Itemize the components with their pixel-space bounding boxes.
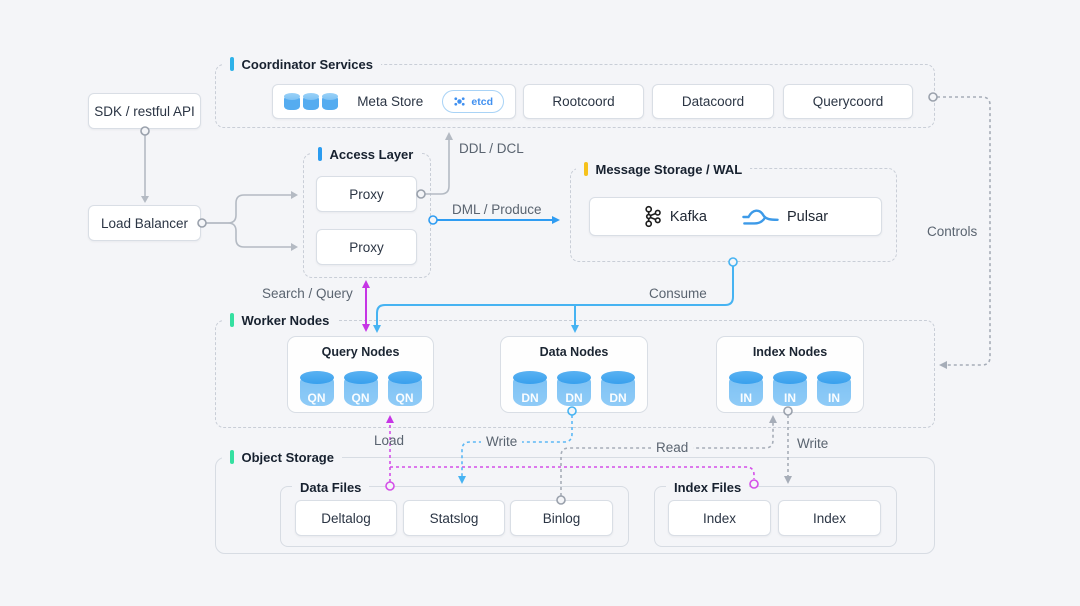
edge-dml-produce [428,215,560,225]
datacoord-label: Datacoord [681,94,745,109]
query-node-cylinder: QN [387,371,422,406]
datacoord-node: Datacoord [652,84,774,119]
pulsar-item: Pulsar [742,205,828,229]
edge-search-query [362,280,370,332]
index-files-title: Index Files [666,478,750,496]
query-nodes-cylinders: QN QN QN [299,371,422,406]
message-storage-title: Message Storage / WAL [576,160,751,178]
kafka-label: Kafka [669,208,707,225]
access-accent-bar [318,147,322,161]
edge-loadbalancer-to-proxies [197,191,298,251]
pulsar-icon [742,209,779,225]
coordinator-title-text: Coordinator Services [241,56,374,72]
querycoord-label: Querycoord [812,94,884,109]
message-title-text: Message Storage / WAL [595,161,743,177]
deltalog-node: Deltalog [295,500,397,536]
rootcoord-node: Rootcoord [523,84,644,119]
load-label: Load [374,433,405,448]
index-node-file-1: Index [668,500,771,536]
data-nodes-cylinders: DN DN DN [513,371,635,406]
sdk-label: SDK / restful API [94,103,195,119]
query-node-cylinder: QN [299,371,334,406]
querycoord-node: Querycoord [783,84,913,119]
object-title-text: Object Storage [241,449,334,465]
controls-label: Controls [927,224,978,239]
index-node-cylinder: IN [729,371,763,406]
access-title-text: Access Layer [329,146,414,162]
worker-accent-bar [230,313,234,327]
data-nodes-group: Data Nodes DN DN DN [500,336,648,413]
index-node-file-2: Index [778,500,881,536]
proxy-node-1: Proxy [316,176,417,212]
query-nodes-title: Query Nodes [321,345,400,359]
brokers-node: Kafka Pulsar [589,197,882,236]
dml-produce-label: DML / Produce [452,202,542,217]
coordinator-accent-bar [230,57,234,71]
query-nodes-group: Query Nodes QN QN QN [287,336,434,413]
etcd-badge: etcd [442,90,504,113]
read-label: Read [651,440,694,455]
edge-write-indexfiles [783,406,793,484]
etcd-label: etcd [471,95,493,108]
edge-sdk-to-loadbalancer [140,126,150,203]
proxy-label-1: Proxy [349,186,384,202]
index-nodes-group: Index Nodes IN IN IN [716,336,864,413]
data-node-cylinder: DN [513,371,547,406]
index-nodes-cylinders: IN IN IN [729,371,851,406]
query-node-cylinder: QN [343,371,378,406]
index-label-2: Index [812,510,847,526]
meta-store-cylinders-icon [284,93,338,110]
pulsar-label: Pulsar [786,208,829,225]
binlog-label: Binlog [542,510,581,526]
deltalog-label: Deltalog [321,510,371,526]
index-node-cylinder: IN [817,371,851,406]
proxy-node-2: Proxy [316,229,417,265]
coordinator-services-title: Coordinator Services [222,55,381,73]
proxy-label-2: Proxy [349,239,384,255]
binlog-node: Binlog [510,500,613,536]
etcd-icon [454,97,466,106]
rootcoord-label: Rootcoord [552,94,615,109]
load-balancer-label: Load Balancer [100,215,189,231]
data-files-group [280,486,629,547]
object-storage-title: Object Storage [222,448,342,466]
edge-load [385,415,759,491]
statslog-node: Statslog [403,500,505,536]
kafka-item: Kafka [643,205,707,228]
statslog-label: Statslog [429,510,479,526]
meta-store-node: Meta Store etcd [272,84,516,119]
ddl-dcl-label: DDL / DCL [459,141,524,156]
access-layer-title: Access Layer [310,145,422,163]
edge-controls [928,92,991,369]
index-label-1: Index [702,510,737,526]
search-query-label: Search / Query [262,286,353,301]
worker-nodes-title: Worker Nodes [222,311,338,329]
write-datafiles-label: Write [481,434,523,449]
load-balancer-node: Load Balancer [88,205,201,241]
sdk-node: SDK / restful API [88,93,201,129]
index-files-group [654,486,897,547]
data-files-title: Data Files [292,478,370,496]
data-node-cylinder: DN [557,371,591,406]
index-node-cylinder: IN [773,371,807,406]
object-storage-container [215,457,935,554]
data-nodes-title: Data Nodes [539,345,609,359]
index-nodes-title: Index Nodes [752,345,828,359]
consume-label: Consume [649,286,707,301]
meta-store-label: Meta Store [357,94,424,109]
object-accent-bar [230,450,234,464]
message-accent-bar [584,162,588,176]
edge-ddl-dcl [416,132,453,199]
write-indexfiles-label: Write [797,436,829,451]
kafka-icon [645,205,661,228]
worker-title-text: Worker Nodes [241,312,330,328]
data-node-cylinder: DN [601,371,635,406]
edge-consume [373,257,738,333]
